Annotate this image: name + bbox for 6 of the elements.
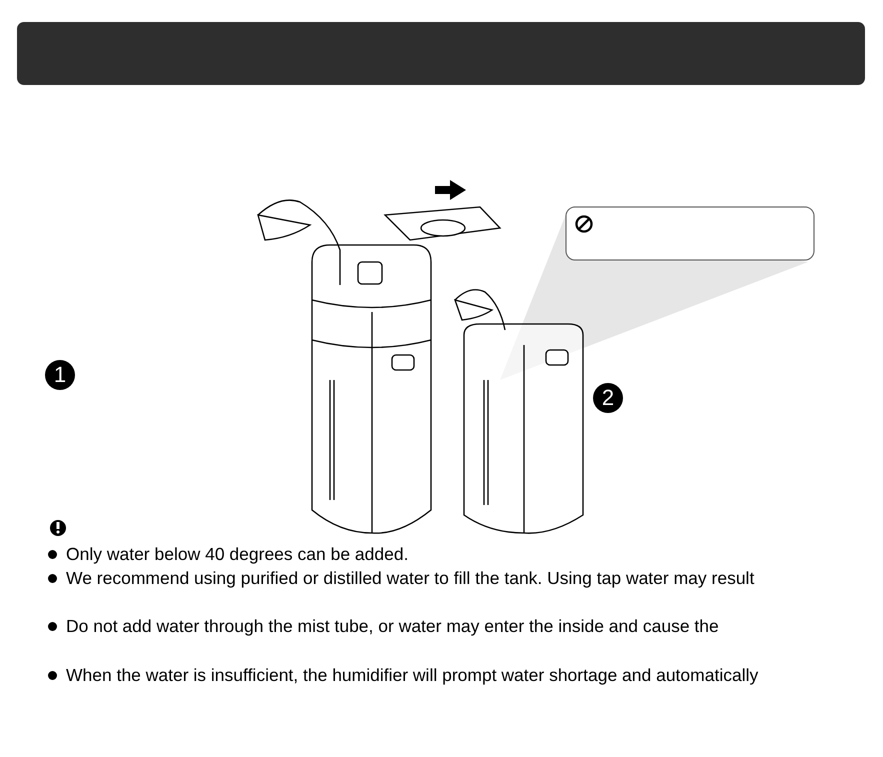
note-text: Only water below 40 degrees can be added. (44, 544, 408, 565)
note-text: When the water is insufficient, the humidifier will prompt water shortage and automatically (44, 665, 758, 686)
note-text: Do not add water through the mist tube, or water may enter the inside and cause the (44, 616, 719, 637)
note-text: We recommend using purified or distilled water to fill the tank. Using tap water may result (44, 568, 754, 589)
step-number: 1 (45, 360, 75, 390)
step-number: 2 (593, 383, 623, 413)
